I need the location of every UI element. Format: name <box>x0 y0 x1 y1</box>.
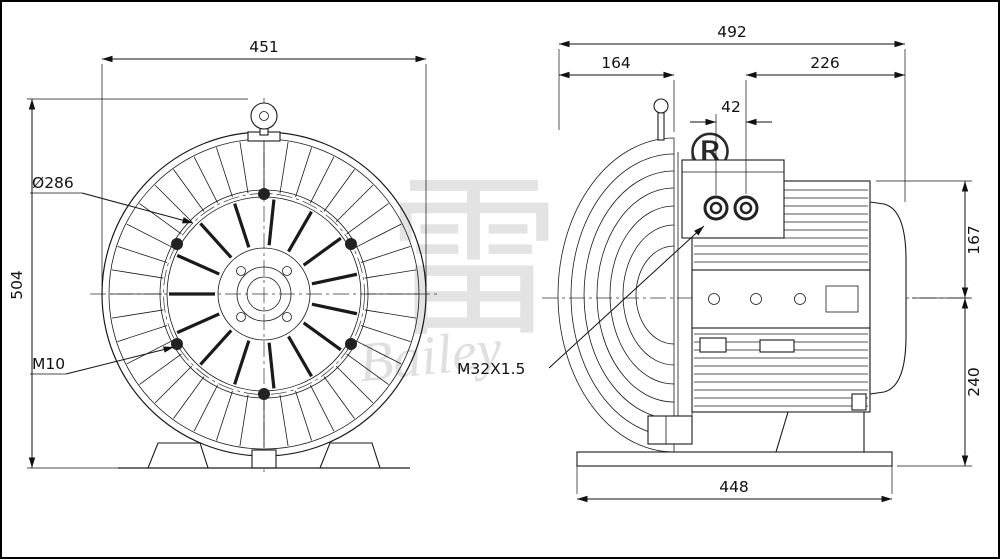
dim-448-text: 448 <box>719 478 749 496</box>
cable-gland-left <box>703 195 729 221</box>
motor-end-cover <box>869 201 907 395</box>
discharge-port <box>647 415 693 445</box>
eye-bolt-ring <box>250 102 278 130</box>
dim-451: 451 <box>101 38 427 286</box>
label-diameter-text: Ø286 <box>32 174 74 192</box>
dim-167-text: 167 <box>965 225 983 255</box>
dim-504-text: 504 <box>8 270 26 300</box>
motor-frame-band <box>691 269 871 329</box>
watermark: 雷 Bailey ® <box>356 123 736 394</box>
dim-42-text: 42 <box>721 98 741 116</box>
lifting-eye-bolt <box>247 102 281 142</box>
right-foot <box>319 442 381 469</box>
hub-boss <box>236 266 292 322</box>
hub-ring <box>217 247 311 341</box>
motor-detail-block-1 <box>699 337 727 353</box>
dim-226: 226 <box>745 54 905 194</box>
cable-gland-left-hole <box>709 201 723 215</box>
motor-detail-block-2 <box>759 339 795 353</box>
frame-band-details <box>708 285 859 313</box>
dim-42: 42 <box>690 98 772 195</box>
eye-bolt-hole <box>259 111 269 121</box>
bolt-lower-left <box>171 338 183 350</box>
bolt-lower-right <box>345 338 357 350</box>
bolt-upper-left <box>171 238 183 250</box>
label-thread-text: M10 <box>32 355 65 373</box>
side-eye-bolt-ring <box>653 98 669 114</box>
cable-gland-right-hole <box>739 201 753 215</box>
front-feet <box>118 442 410 469</box>
dim-451-text: 451 <box>249 38 279 56</box>
label-cable-gland-text: M32X1.5 <box>457 360 525 378</box>
dim-164-text: 164 <box>601 54 631 72</box>
bolt-upper-right <box>345 238 357 250</box>
label-cable-gland: M32X1.5 <box>457 225 705 378</box>
dim-448: 448 <box>576 464 893 503</box>
label-diameter-286: Ø286 <box>30 174 194 224</box>
cable-gland-right <box>733 195 759 221</box>
bolt-bottom <box>258 388 270 400</box>
label-thread-m10: M10 <box>30 346 175 375</box>
dim-240: 240 <box>897 298 983 467</box>
base-rail <box>576 451 893 467</box>
dim-226-text: 226 <box>810 54 840 72</box>
center-support <box>251 449 277 469</box>
side-eye-bolt-stem <box>657 111 665 141</box>
dim-504: 504 <box>8 98 248 469</box>
dim-492-text: 492 <box>717 23 747 41</box>
mounting-bolts <box>171 188 357 400</box>
motor-foot <box>775 411 865 453</box>
watermark-brand-script: Bailey <box>356 318 505 395</box>
dim-164: 164 <box>559 54 675 132</box>
hub-center <box>246 276 282 312</box>
drain-fitting <box>851 393 867 411</box>
left-foot <box>147 442 209 469</box>
bolt-top <box>258 188 270 200</box>
impeller-blades <box>169 199 358 389</box>
grille-radial-fins <box>110 140 418 448</box>
dim-240-text: 240 <box>965 367 983 397</box>
hub-bolts <box>236 266 292 322</box>
dim-167: 167 <box>876 180 983 299</box>
dimensions: 451 504 Ø286 M10 492 <box>8 23 983 503</box>
side-view <box>542 98 974 467</box>
terminal-box <box>681 159 785 239</box>
side-eye-bolt <box>653 98 669 141</box>
dim-492: 492 <box>558 23 906 202</box>
housing-rib-arcs <box>557 137 675 453</box>
terminal-box-body <box>681 159 785 239</box>
front-view <box>90 98 438 474</box>
